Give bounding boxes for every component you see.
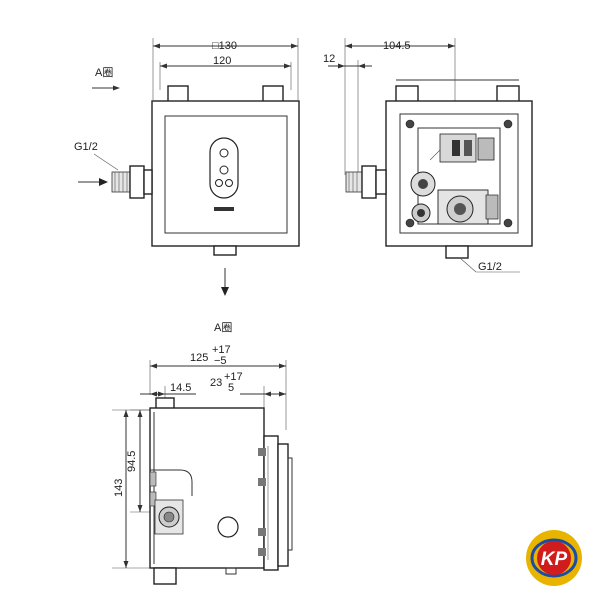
kp-logo: KP	[526, 530, 582, 586]
front-view: □130 120	[74, 38, 300, 296]
dim-width-text: 104.5	[383, 40, 411, 52]
inlet-label: G1/2	[74, 141, 98, 153]
view-a-label-section: A圈	[214, 321, 232, 334]
dim-depth-tol-plus: +17	[212, 344, 231, 356]
outlet-label: G1/2	[478, 261, 502, 273]
side-view: 104.5 12	[323, 38, 533, 273]
view-a-label-front: A圈	[95, 66, 113, 79]
logo-inner-circle	[537, 541, 571, 575]
inlet-fitting	[111, 165, 153, 199]
logo-text: KP	[541, 549, 568, 570]
dim-left-text: 14.5	[170, 382, 191, 394]
dim-right-text: 23	[210, 377, 222, 389]
section-body	[149, 407, 265, 569]
sensor-window	[209, 137, 239, 199]
dim-depth-text: 125	[190, 352, 208, 364]
dim-right-tol-plus: +17	[224, 371, 243, 383]
section-view: A圈 125 +17 −5 14.5 23 +17 5 143	[112, 321, 293, 585]
logo-ring	[530, 538, 578, 578]
brand-mark	[214, 207, 234, 211]
dim-inner-text: 120	[213, 55, 231, 67]
dim-right-tol-minus: 5	[228, 382, 234, 394]
dim-inner-height-text: 94.5	[126, 451, 138, 472]
dim-height-text: 143	[113, 479, 125, 497]
dim-outer-text: □130	[212, 40, 237, 52]
dim-depth-tol-minus: −5	[214, 355, 227, 367]
dim-offset-text: 12	[323, 53, 335, 65]
